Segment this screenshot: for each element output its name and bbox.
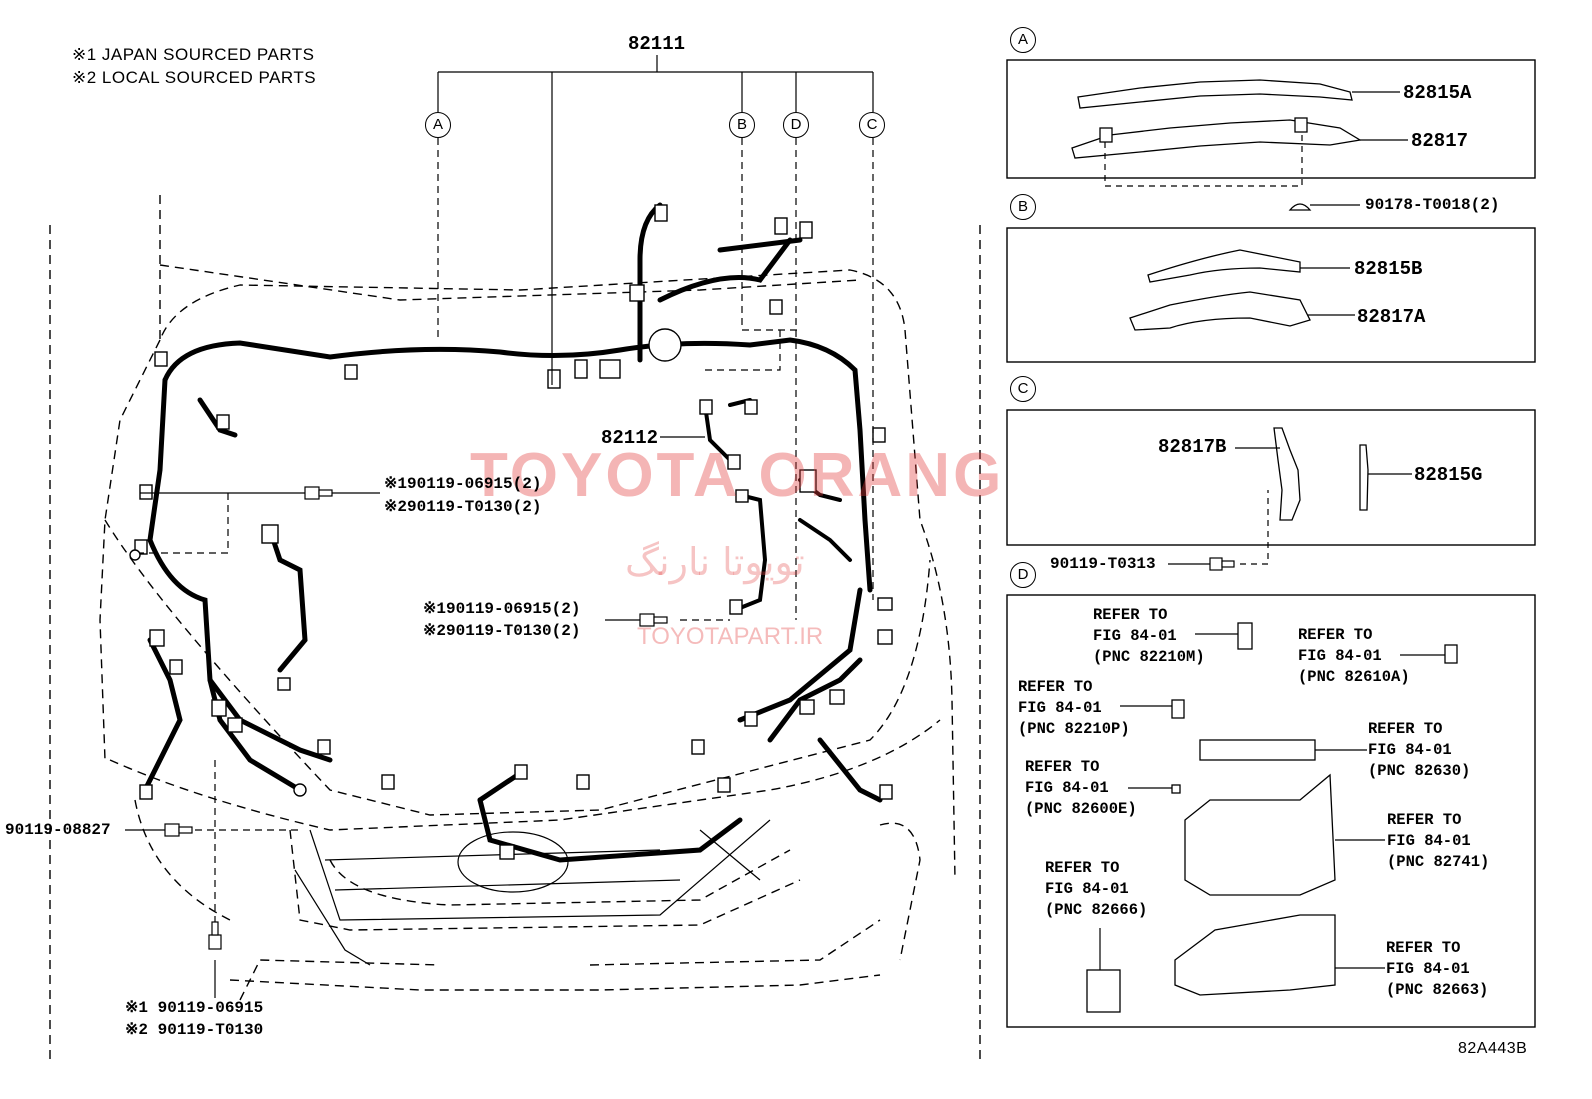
refer-82663[interactable]: REFER TO FIG 84-01 (PNC 82663) xyxy=(1386,939,1489,999)
note-local-sourced: ※2 LOCAL SOURCED PARTS xyxy=(72,68,317,87)
detail-d-parts xyxy=(1086,622,1458,1013)
refer-82610a[interactable]: REFER TO FIG 84-01 (PNC 82610A) xyxy=(1298,626,1410,686)
watermark-title: TOYOTA ORANG xyxy=(470,441,1005,510)
bolt-label-4-japan[interactable]: ※1 90119-06915 xyxy=(125,999,264,1017)
refer-82210m[interactable]: REFER TO FIG 84-01 (PNC 82210M) xyxy=(1093,606,1205,666)
figure-id: 82A443B xyxy=(1458,1040,1528,1057)
bolt-label-2-local[interactable]: ※290119-T0130(2) xyxy=(423,622,581,640)
callout-leaders xyxy=(125,55,874,998)
part-label-82815b[interactable]: 82815B xyxy=(1354,258,1423,280)
callout-a[interactable]: A xyxy=(425,112,451,138)
detail-c-parts xyxy=(1273,427,1369,521)
bolt-label-1-japan[interactable]: ※190119-06915(2) xyxy=(384,475,542,493)
detail-b-parts xyxy=(1129,249,1311,331)
note-japan-sourced: ※1 JAPAN SOURCED PARTS xyxy=(72,45,315,64)
part-label-82817b[interactable]: 82817B xyxy=(1158,436,1227,458)
callout-d[interactable]: D xyxy=(783,112,809,138)
detail-a-leaders xyxy=(1104,91,1408,206)
vehicle-outline xyxy=(49,195,981,1060)
refer-82600e[interactable]: REFER TO FIG 84-01 (PNC 82600E) xyxy=(1025,758,1137,818)
grille-lines xyxy=(294,819,771,966)
refer-82741[interactable]: REFER TO FIG 84-01 (PNC 82741) xyxy=(1387,811,1490,871)
part-label-82815a[interactable]: 82815A xyxy=(1403,82,1472,104)
part-label-82111[interactable]: 82111 xyxy=(628,33,686,55)
detail-c-callout: C xyxy=(1010,376,1036,402)
callout-c[interactable]: C xyxy=(859,112,885,138)
connectors xyxy=(129,204,893,860)
detail-frames xyxy=(1006,59,1536,1028)
detail-a-callout: A xyxy=(1010,27,1036,53)
detail-c-leaders xyxy=(1168,447,1412,565)
part-label-82815g[interactable]: 82815G xyxy=(1414,464,1483,486)
fasteners xyxy=(164,486,668,950)
detail-d-callout: D xyxy=(1010,562,1036,588)
refer-82210p[interactable]: REFER TO FIG 84-01 (PNC 82210P) xyxy=(1018,678,1130,738)
refer-82666[interactable]: REFER TO FIG 84-01 (PNC 82666) xyxy=(1045,859,1148,919)
bolt-label-90119-08827[interactable]: 90119-08827 xyxy=(5,821,111,839)
bolt-label-4-local[interactable]: ※2 90119-T0130 xyxy=(125,1021,264,1039)
watermark-farsi: تویوتا نارنگ xyxy=(625,540,805,584)
part-label-90178-t0018[interactable]: 90178-T0018(2) xyxy=(1365,196,1500,214)
detail-d-leaders xyxy=(1099,633,1445,970)
detail-b-leaders xyxy=(1300,267,1355,316)
part-label-82817[interactable]: 82817 xyxy=(1411,130,1469,152)
part-label-90119-t0313[interactable]: 90119-T0313 xyxy=(1050,555,1156,573)
part-label-82817a[interactable]: 82817A xyxy=(1357,306,1426,328)
watermark-url: TOYOTAPART.IR xyxy=(637,623,824,650)
bolt-label-2-japan[interactable]: ※190119-06915(2) xyxy=(423,600,581,618)
part-label-82112[interactable]: 82112 xyxy=(601,427,659,449)
detail-b-callout: B xyxy=(1010,194,1036,220)
detail-a-parts xyxy=(1071,79,1362,211)
refer-82630[interactable]: REFER TO FIG 84-01 (PNC 82630) xyxy=(1368,720,1471,780)
bolt-label-1-local[interactable]: ※290119-T0130(2) xyxy=(384,498,542,516)
callout-b[interactable]: B xyxy=(729,112,755,138)
detail-c-bolt xyxy=(1209,557,1235,571)
